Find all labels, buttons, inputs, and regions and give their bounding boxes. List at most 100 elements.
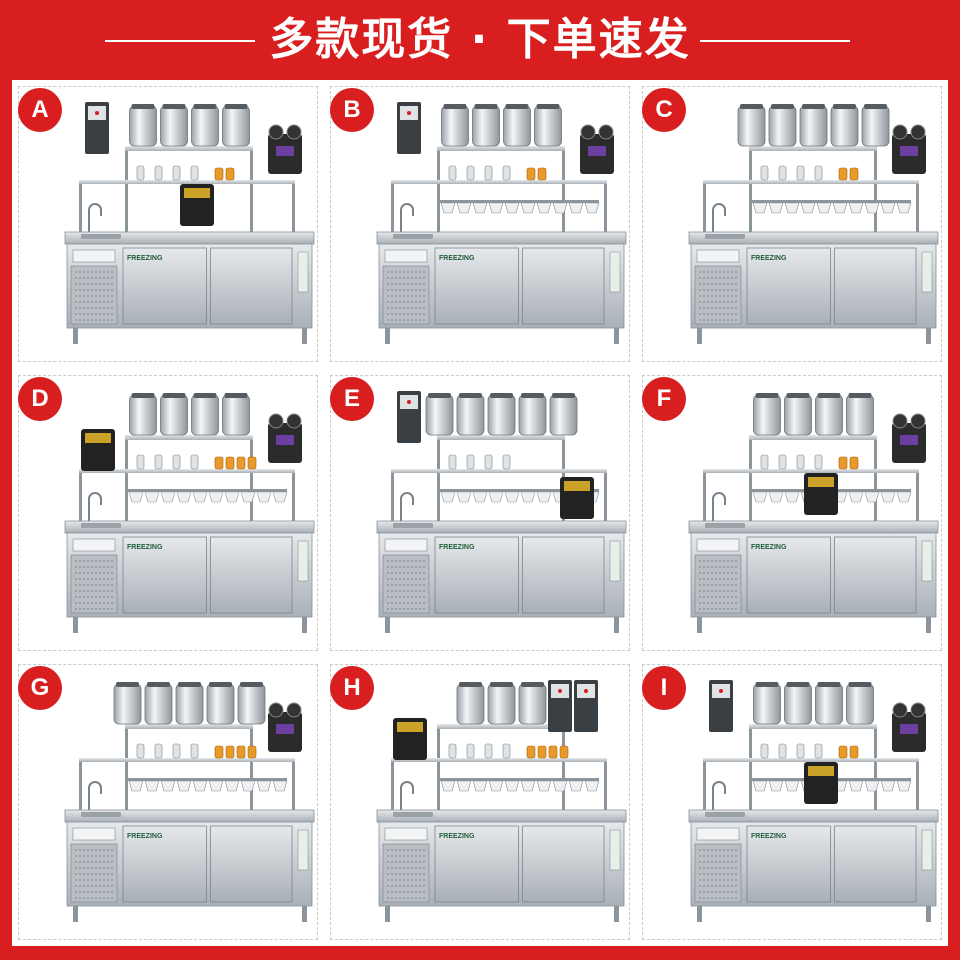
control-panel xyxy=(72,249,116,263)
shelf-post xyxy=(250,726,253,810)
compressor-vent xyxy=(70,843,118,903)
shelf-post xyxy=(250,437,253,521)
shelf-post xyxy=(391,469,394,521)
shelf-post xyxy=(703,469,706,521)
bar-counter-illustration: FREEZING xyxy=(688,393,939,633)
cabinet-door xyxy=(746,536,831,614)
bar-counter-illustration: FREEZING xyxy=(64,393,315,633)
cup-holder xyxy=(176,780,192,792)
counter-leg xyxy=(614,906,619,922)
cup-holder xyxy=(504,780,520,792)
cup-holder xyxy=(880,491,896,503)
card-border xyxy=(18,664,318,940)
cabinet-door xyxy=(434,536,519,614)
cup-holder xyxy=(208,780,224,792)
shelf-post xyxy=(703,180,706,232)
tea-canister xyxy=(129,394,157,436)
canister-lid xyxy=(552,393,575,398)
cup-holder xyxy=(536,202,552,214)
boiler-indicator xyxy=(558,689,562,693)
brand-plate: FREEZING xyxy=(751,833,787,840)
canister-lid xyxy=(459,682,482,687)
faucet xyxy=(400,203,414,232)
card-border xyxy=(330,664,630,940)
tea-canister xyxy=(425,394,454,436)
tea-canister xyxy=(456,683,485,725)
cup-holder xyxy=(192,780,208,792)
shaker-cup xyxy=(814,165,823,181)
shelf-post xyxy=(749,437,752,521)
shaker-cup xyxy=(190,743,199,759)
canister-lid xyxy=(786,393,810,398)
shaker-cup xyxy=(760,743,769,759)
shaker-cup xyxy=(154,743,163,759)
cup-holder xyxy=(472,491,488,503)
shaker-cup xyxy=(796,454,805,470)
cabinet-door xyxy=(522,536,605,614)
tea-canister xyxy=(518,683,547,725)
shaker-cup xyxy=(448,454,457,470)
cabinet-door xyxy=(522,247,605,325)
sealer-film-reel xyxy=(268,124,284,140)
shaker-cup xyxy=(502,743,511,759)
shaker-cup xyxy=(760,165,769,181)
cup-holder xyxy=(784,202,800,214)
middle-shelf xyxy=(79,758,295,762)
canister-lid xyxy=(521,682,544,687)
cup-holder xyxy=(832,202,848,214)
syrup-bottle xyxy=(849,167,859,181)
brand-plate: FREEZING xyxy=(127,833,163,840)
canister-lid xyxy=(848,393,872,398)
shaker-cup xyxy=(448,165,457,181)
canister-lid xyxy=(224,393,248,398)
boiler-indicator xyxy=(407,400,411,404)
faucet xyxy=(400,781,414,810)
shaker-cup xyxy=(814,743,823,759)
cup-holder xyxy=(272,780,288,792)
cup-holder xyxy=(768,202,784,214)
sealer-film-reel xyxy=(910,702,926,718)
faucet xyxy=(88,203,102,232)
cabinet-door xyxy=(834,825,917,903)
sink xyxy=(393,523,433,528)
canister-lid xyxy=(209,682,232,687)
shaker-cup xyxy=(136,454,145,470)
model-badge: B xyxy=(330,88,374,132)
fructose-display xyxy=(808,477,834,487)
canister-lid xyxy=(147,682,170,687)
cup-rack-rail xyxy=(439,489,599,492)
syrup-bottle xyxy=(225,456,235,470)
control-panel xyxy=(384,249,428,263)
spec-label xyxy=(609,251,621,293)
cup-holder xyxy=(752,202,768,214)
shaker-cup xyxy=(190,454,199,470)
top-shelf xyxy=(749,435,877,440)
sealer-film-reel xyxy=(910,413,926,429)
counter-leg xyxy=(302,617,307,633)
canister-lid xyxy=(193,393,217,398)
top-shelf xyxy=(437,146,565,151)
tea-canister xyxy=(160,394,188,436)
sealer-film-reel xyxy=(580,124,596,140)
tea-canister xyxy=(144,683,173,725)
syrup-bottle xyxy=(849,456,859,470)
shelf-post xyxy=(125,148,128,232)
shelf-post xyxy=(874,726,877,810)
model-badge: D xyxy=(18,377,62,421)
cup-holder xyxy=(240,491,256,503)
counter-leg xyxy=(385,906,390,922)
tea-canister xyxy=(191,105,219,147)
shaker-cup xyxy=(172,454,181,470)
cup-rack-rail xyxy=(439,200,599,203)
cabinet-door xyxy=(122,247,207,325)
shaker-cup xyxy=(448,743,457,759)
syrup-bottle xyxy=(236,745,246,759)
shaker-cup xyxy=(502,454,511,470)
canister-lid xyxy=(224,104,248,109)
cabinet-door xyxy=(522,825,605,903)
sink xyxy=(705,234,745,239)
